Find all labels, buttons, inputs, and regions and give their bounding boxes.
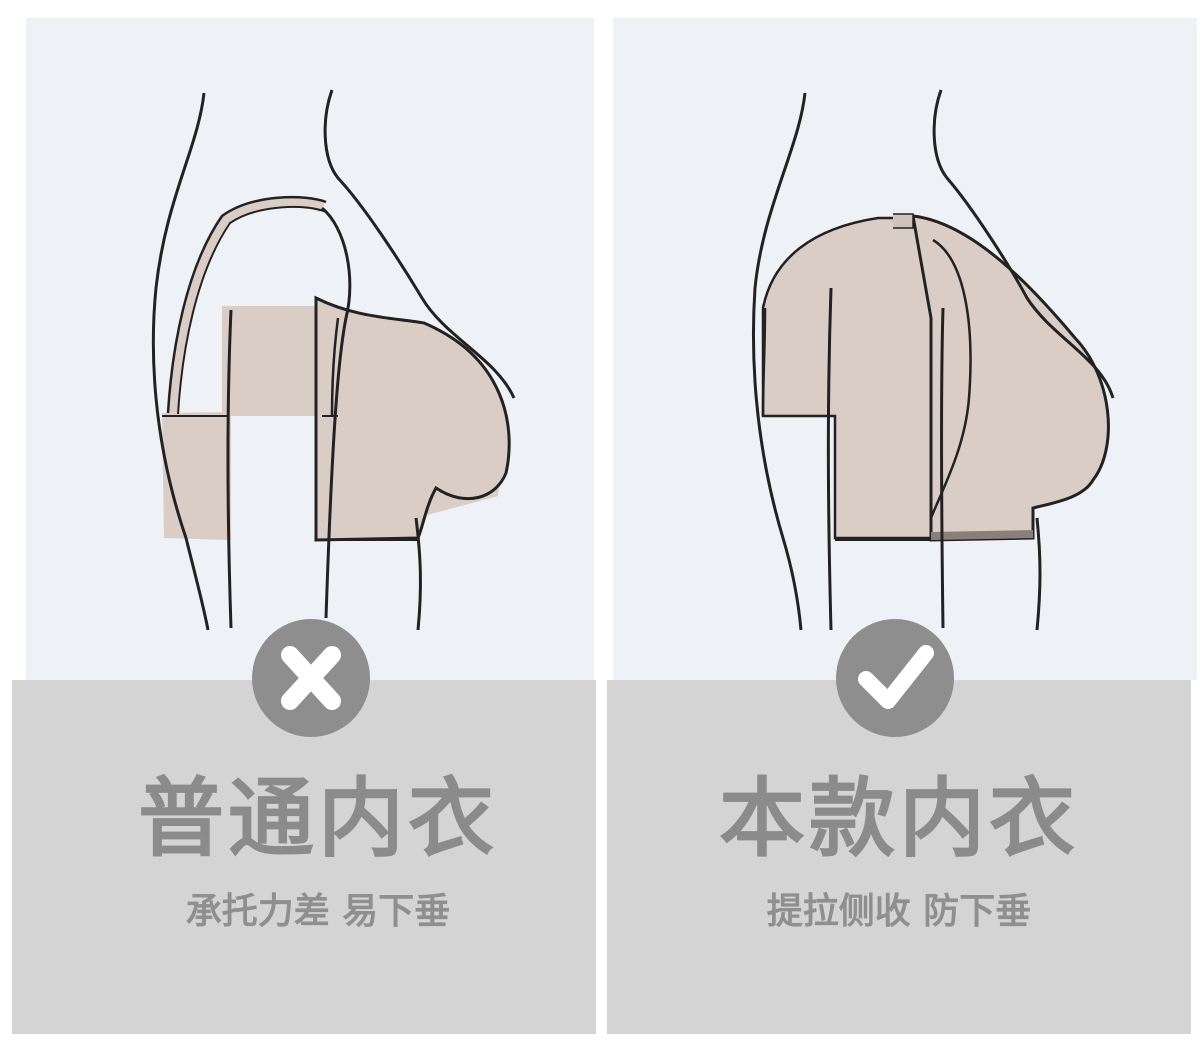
- cross-icon: [281, 646, 341, 710]
- arm-outline: [226, 206, 352, 629]
- bra-band: [162, 412, 231, 540]
- bra-strap: [167, 196, 325, 414]
- cross-badge: [252, 619, 370, 737]
- check-icon: [858, 645, 934, 709]
- body-front-lower-line: [1035, 517, 1042, 631]
- body-neck-front-line: [323, 89, 516, 399]
- bra-cup: [314, 295, 511, 542]
- check-badge: [836, 619, 954, 737]
- body-front-lower-line: [414, 517, 422, 631]
- caption-area: [12, 680, 596, 1034]
- ordinary-bra-illustration: [26, 18, 594, 680]
- bra-underband: [931, 530, 1033, 540]
- panel-subtitle: 提拉侧收 防下垂: [766, 891, 1032, 932]
- bra-side-panel: [929, 238, 972, 519]
- caption-area: [607, 680, 1191, 1034]
- body-back-line: [151, 92, 210, 631]
- arm-outline: [826, 287, 945, 631]
- body-back-line: [751, 92, 807, 631]
- body-neck-front-line: [932, 89, 1115, 399]
- comparison-panel-featured: 本款内衣 提拉侧收 防下垂: [607, 18, 1197, 1038]
- panel-subtitle: 承托力差 易下垂: [185, 891, 451, 932]
- panel-title: 普通内衣: [138, 769, 498, 869]
- bra-cup: [911, 214, 1110, 542]
- comparison-panel-ordinary: 普通内衣 承托力差 易下垂: [12, 18, 596, 1038]
- featured-bra-drawing: [751, 89, 1115, 631]
- panel-title: 本款内衣: [719, 769, 1079, 869]
- featured-bra-illustration: [613, 18, 1197, 680]
- ordinary-bra-drawing: [151, 89, 516, 631]
